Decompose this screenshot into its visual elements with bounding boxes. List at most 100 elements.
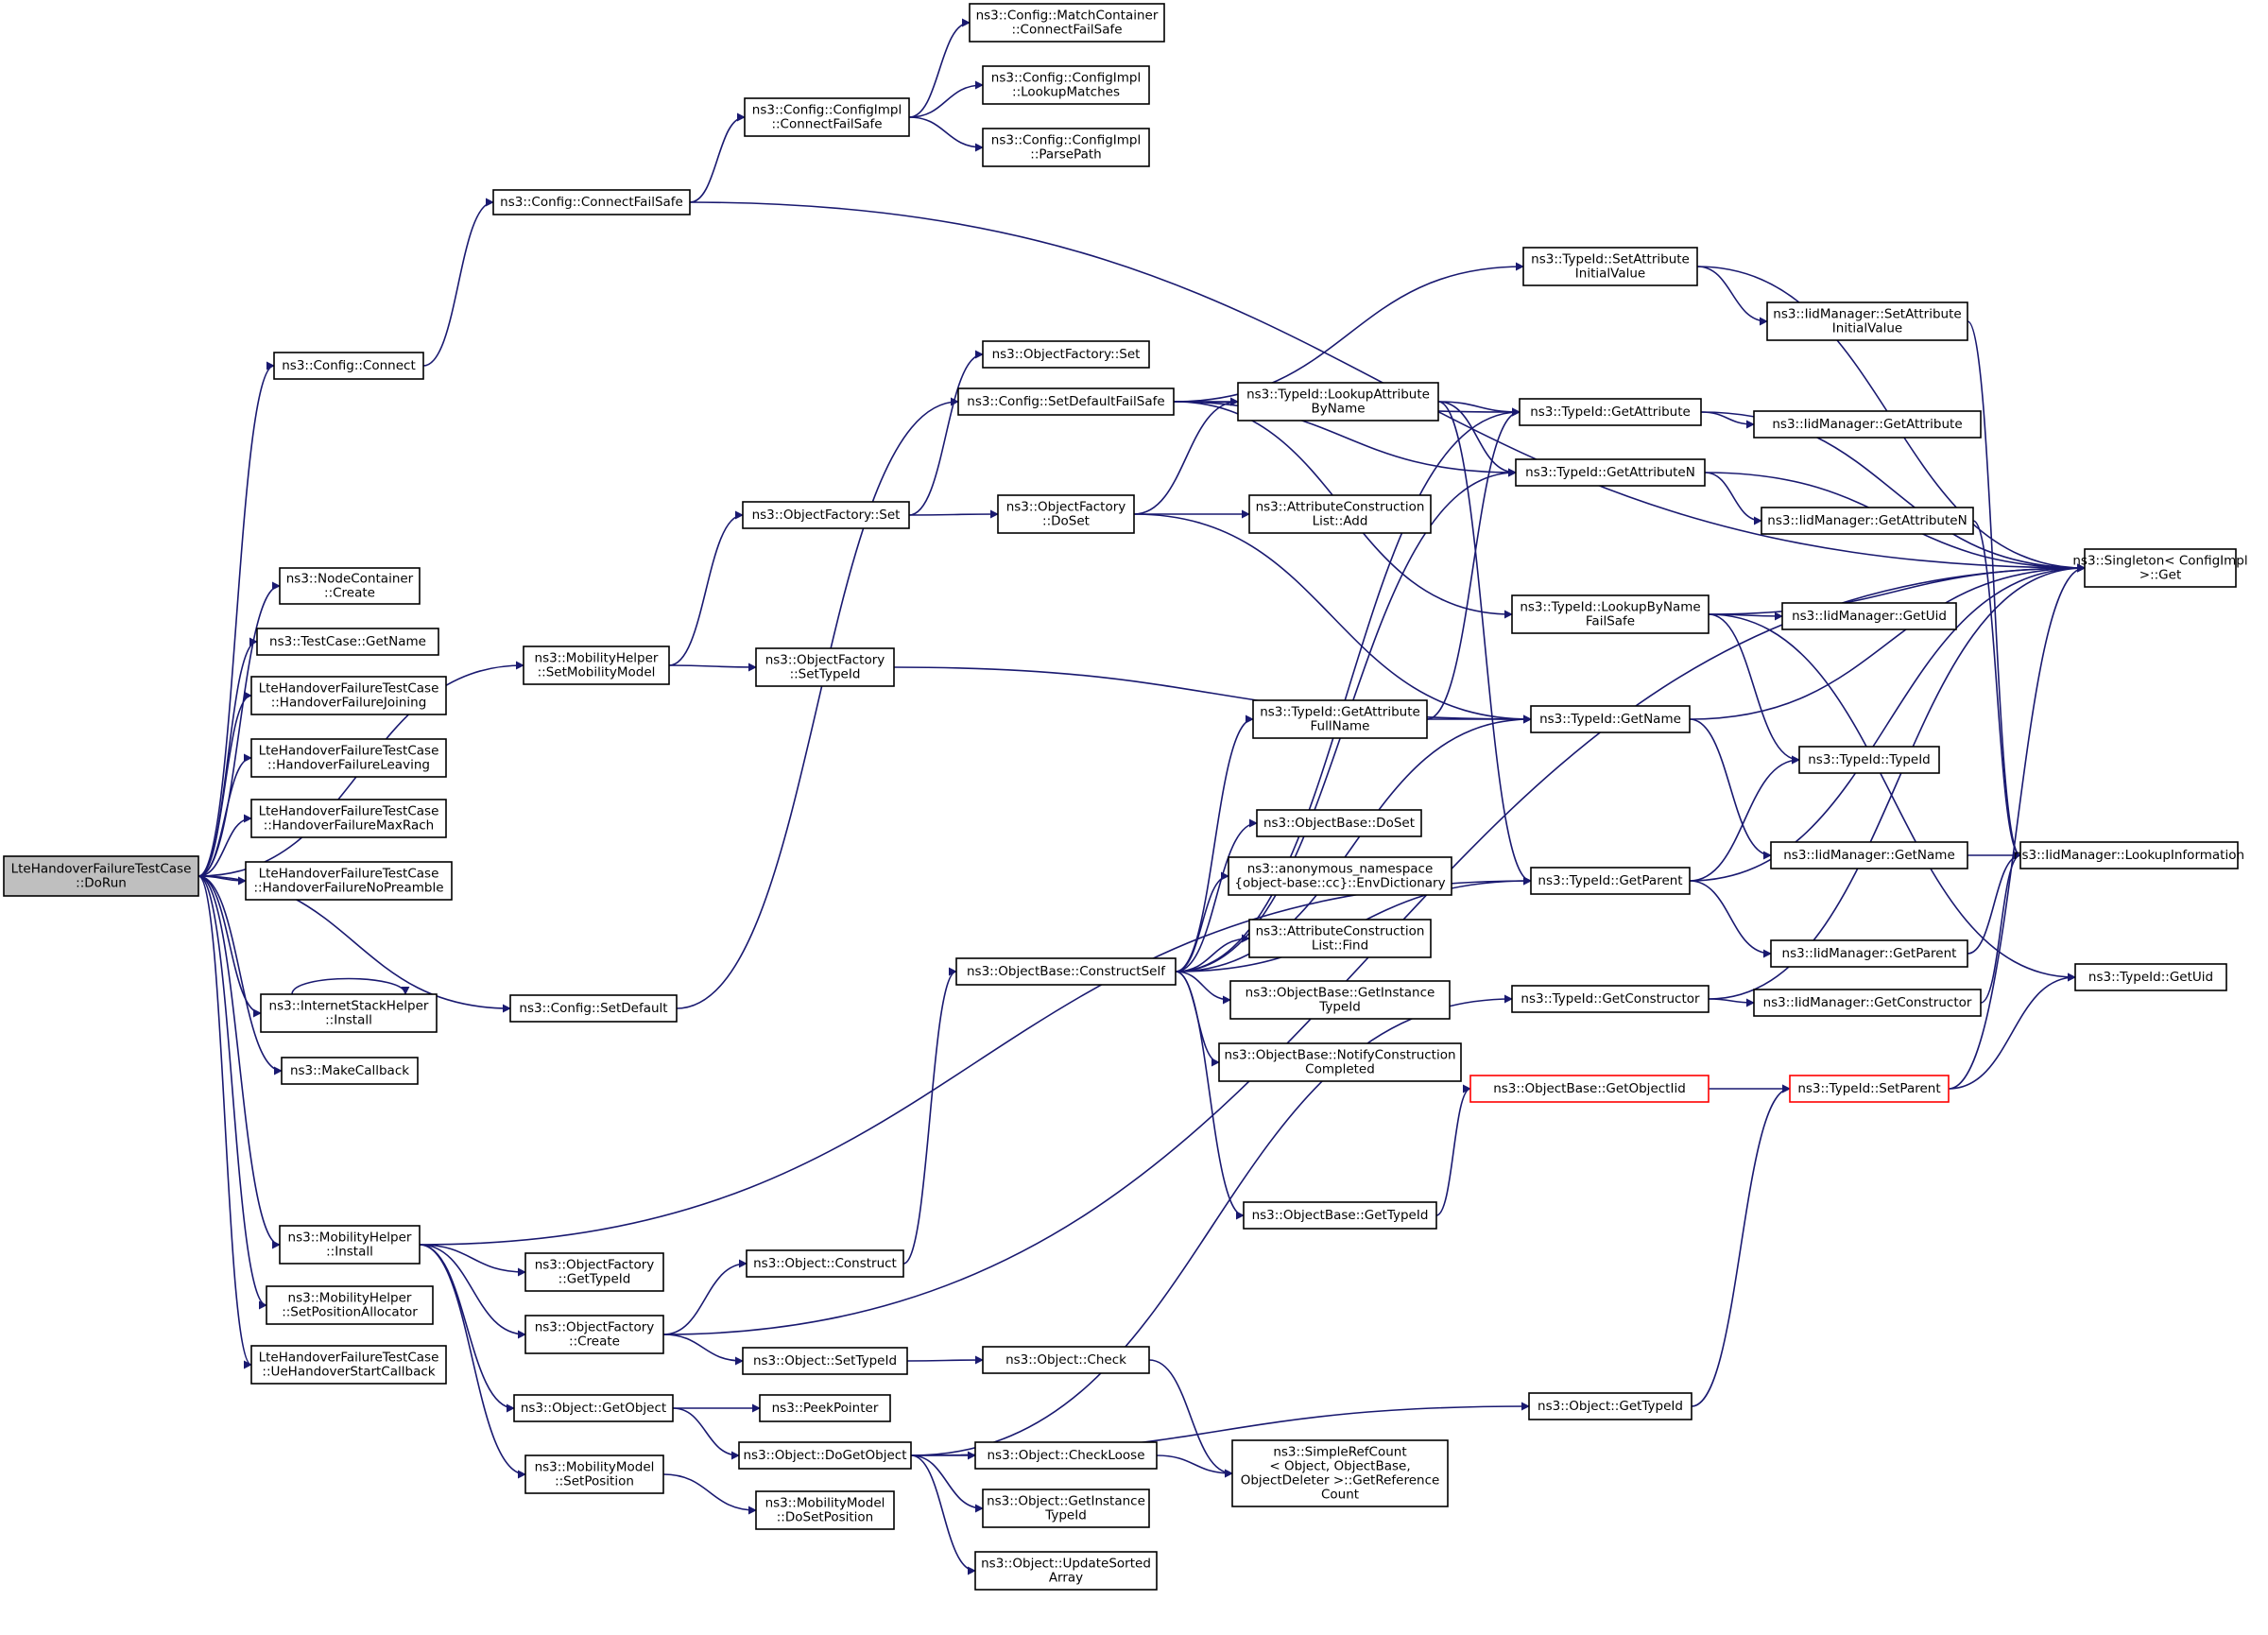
graph-node-mhInstall[interactable]: ns3::MobilityHelper::Install [279,1225,421,1265]
node-label: ::DoRun [76,876,127,891]
graph-node-ofCreate[interactable]: ns3::ObjectFactory::Create [524,1315,664,1354]
graph-node-tidGetParent[interactable]: ns3::TypeId::GetParent [1530,867,1691,895]
graph-node-objGetObject[interactable]: ns3::Object::GetObject [513,1394,674,1422]
graph-node-mmDoSetPos[interactable]: ns3::MobilityModel::DoSetPosition [755,1490,895,1530]
graph-node-objGetTypeId[interactable]: ns3::Object::GetTypeId [1528,1392,1692,1420]
graph-node-tidGetName[interactable]: ns3::TypeId::GetName [1530,705,1691,733]
edge-path [662,1334,744,1366]
edge-mhInstall-to-ofCreate [419,1244,526,1339]
graph-node-ueHoStart[interactable]: LteHandoverFailureTestCase::UeHandoverSt… [250,1345,447,1385]
graph-node-mhSetPos[interactable]: ns3::MobilityHelper::SetPositionAllocato… [266,1285,434,1325]
node-label: ::ParsePath [1030,147,1101,163]
graph-node-mhSetMob[interactable]: ns3::MobilityHelper::SetMobilityModel [523,645,670,685]
graph-node-ofSetTop[interactable]: ns3::ObjectFactory::Set [982,340,1150,369]
graph-node-tidSetParent[interactable]: ns3::TypeId::SetParent [1789,1075,1950,1103]
graph-node-ciLookup[interactable]: ns3::Config::ConfigImpl::LookupMatches [982,65,1150,105]
graph-node-ofDoSet[interactable]: ns3::ObjectFactory::DoSet [997,494,1135,534]
edge-path [668,510,744,666]
graph-node-cfgSetDefFS[interactable]: ns3::Config::SetDefaultFailSafe [957,387,1175,416]
graph-node-tidGetAttr[interactable]: ns3::TypeId::GetAttribute [1519,398,1702,426]
graph-node-imGetAttr[interactable]: ns3::IidManager::GetAttribute [1753,410,1982,439]
graph-node-imGetAttrN[interactable]: ns3::IidManager::GetAttributeN [1761,507,1974,535]
node-label: ns3::Object::Construct [753,1256,897,1271]
node-label: ::Create [324,586,375,601]
node-label: < Object, ObjectBase, [1269,1459,1410,1474]
graph-node-mcConnectFS[interactable]: ns3::Config::MatchContainer::ConnectFail… [969,3,1165,43]
graph-node-objCheck[interactable]: ns3::Object::Check [982,1346,1150,1374]
graph-node-isInstall[interactable]: ns3::InternetStackHelper::Install [260,993,438,1033]
edge-path [1689,718,1772,860]
graph-node-hfLeave[interactable]: LteHandoverFailureTestCase::HandoverFail… [250,738,447,778]
graph-node-tidGetAttrN[interactable]: ns3::TypeId::GetAttributeN [1515,458,1706,487]
node-label: ns3::Object::GetTypeId [1538,1399,1683,1414]
graph-node-tidGetCtor[interactable]: ns3::TypeId::GetConstructor [1511,985,1710,1013]
edge-path [902,967,957,1265]
graph-node-refCount[interactable]: ns3::SimpleRefCount< Object, ObjectBase,… [1231,1439,1449,1507]
graph-node-imLookupInfo[interactable]: ns3::IidManager::LookupInformation [2014,841,2244,869]
graph-node-hfJoin[interactable]: LteHandoverFailureTestCase::HandoverFail… [250,676,447,715]
edge-path [1175,714,1254,972]
graph-node-cfgSetDefault[interactable]: ns3::Config::SetDefault [509,994,678,1023]
node-label: ns3::MobilityModel [535,1460,655,1475]
graph-node-obGetObjTid[interactable]: ns3::ObjectBase::GetObjectIid [1469,1075,1710,1103]
graph-node-hfNoPre[interactable]: LteHandoverFailureTestCase::HandoverFail… [245,861,453,901]
graph-node-objCheckLoose[interactable]: ns3::Object::CheckLoose [974,1441,1158,1470]
graph-node-tidTypeId[interactable]: ns3::TypeId::TypeId [1798,746,1940,774]
graph-node-cfgConnectFS[interactable]: ns3::Config::ConnectFailSafe [492,189,691,215]
graph-node-obNotify[interactable]: ns3::ObjectBase::NotifyConstructionCompl… [1218,1042,1462,1082]
graph-node-makeCb[interactable]: ns3::MakeCallback [281,1057,419,1085]
node-label: LteHandoverFailureTestCase [259,867,439,882]
graph-node-imSetAttrInit[interactable]: ns3::IidManager::SetAttributeInitialValu… [1766,301,1968,341]
edge-objConstruct-to-obConstructSelf [902,967,957,1265]
graph-node-root[interactable]: LteHandoverFailureTestCase::DoRun [3,855,199,897]
graph-node-ofSetTypeId[interactable]: ns3::ObjectFactory::SetTypeId [755,647,895,687]
graph-node-tcGetName[interactable]: ns3::TestCase::GetName [256,628,439,656]
node-box [250,738,447,778]
graph-node-obGetTypeId[interactable]: ns3::ObjectBase::GetTypeId [1243,1201,1437,1230]
graph-node-mmSetPos[interactable]: ns3::MobilityModel::SetPosition [524,1454,664,1494]
node-box [742,501,910,529]
graph-node-ciParse[interactable]: ns3::Config::ConfigImpl::ParsePath [982,128,1150,167]
graph-node-cfgConnect[interactable]: ns3::Config::Connect [273,352,424,380]
graph-node-objSetTypeId[interactable]: ns3::Object::SetTypeId [742,1347,908,1375]
graph-node-ciConnectFS[interactable]: ns3::Config::ConfigImpl::ConnectFailSafe [744,97,910,137]
graph-node-obConstructSelf[interactable]: ns3::ObjectBase::ConstructSelf [955,957,1177,986]
node-label: ns3::ObjectFactory [1006,500,1126,515]
graph-node-hfRach[interactable]: LteHandoverFailureTestCase::HandoverFail… [250,799,447,838]
edge-path [198,875,267,1310]
graph-node-ofSet[interactable]: ns3::ObjectFactory::Set [742,501,910,529]
graph-node-ofGetTypeId[interactable]: ns3::ObjectFactory::GetTypeId [524,1252,664,1292]
graph-node-obDoSet[interactable]: ns3::ObjectBase::DoSet [1256,809,1422,837]
node-box [1770,939,1968,968]
edge-tidSetParent-to-singletonGet [1948,563,2086,1090]
edge-root-to-mhSetPos [198,875,267,1310]
node-label: ns3::ObjectFactory::Set [752,508,901,523]
node-label: ::Create [569,1334,620,1350]
graph-node-imGetName[interactable]: ns3::IidManager::GetName [1770,841,1968,869]
graph-node-imGetUid[interactable]: ns3::IidManager::GetUid [1781,602,1957,630]
graph-node-imGetCtor[interactable]: ns3::IidManager::GetConstructor [1753,989,1982,1017]
graph-node-nodeCreate[interactable]: ns3::NodeContainer::Create [279,567,421,605]
node-label: ns3::AttributeConstruction [1256,500,1425,515]
graph-node-objConstruct[interactable]: ns3::Object::Construct [746,1249,904,1278]
graph-node-envDict[interactable]: ns3::anonymous_namespace{object-base::cc… [1228,856,1452,896]
graph-node-peekPtr[interactable]: ns3::PeekPointer [759,1394,891,1422]
graph-node-singletonGet[interactable]: ns3::Singleton< ConfigImpl>::Get [2072,548,2248,588]
graph-node-tidGetUid[interactable]: ns3::TypeId::GetUid [2074,963,2227,991]
graph-node-objDoGetObject[interactable]: ns3::Object::DoGetObject [738,1441,912,1470]
graph-node-imGetParent[interactable]: ns3::IidManager::GetParent [1770,939,1968,968]
node-label: ns3::NodeContainer [286,572,414,587]
edge-path [1948,563,2086,1090]
edge-path [689,112,746,203]
node-box [997,494,1135,534]
